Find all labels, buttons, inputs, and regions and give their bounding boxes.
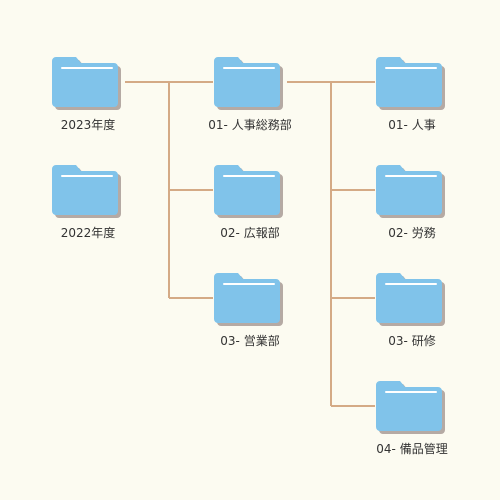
folder-label-pr: 02- 広報部 [220,226,280,240]
folder-icon [367,268,457,328]
folder-icon [43,160,133,220]
folder-hr-general[interactable]: 01- 人事総務部 [205,52,295,133]
folder-label-training: 03- 研修 [388,334,436,348]
folder-label-equipment: 04- 備品管理 [376,442,448,456]
folder-hr[interactable]: 01- 人事 [367,52,457,133]
folder-label-2022: 2022年度 [60,226,116,240]
folder-icon [205,160,295,220]
folder-pr[interactable]: 02- 広報部 [205,160,295,241]
folder-labor[interactable]: 02- 労務 [367,160,457,241]
folder-label-sales: 03- 営業部 [220,334,280,348]
folder-icon [367,160,457,220]
folder-icon [367,376,457,436]
folder-training[interactable]: 03- 研修 [367,268,457,349]
folder-2023[interactable]: 2023年度 [43,52,133,133]
folder-sales[interactable]: 03- 営業部 [205,268,295,349]
folder-2022[interactable]: 2022年度 [43,160,133,241]
folder-icon [43,52,133,112]
folder-icon [205,268,295,328]
folder-icon [205,52,295,112]
folder-label-hr: 01- 人事 [388,118,436,132]
folder-equipment[interactable]: 04- 備品管理 [367,376,457,457]
folder-icon [367,52,457,112]
folder-label-2023: 2023年度 [60,118,116,132]
folder-label-hr-general: 01- 人事総務部 [208,118,292,132]
folder-label-labor: 02- 労務 [388,226,436,240]
